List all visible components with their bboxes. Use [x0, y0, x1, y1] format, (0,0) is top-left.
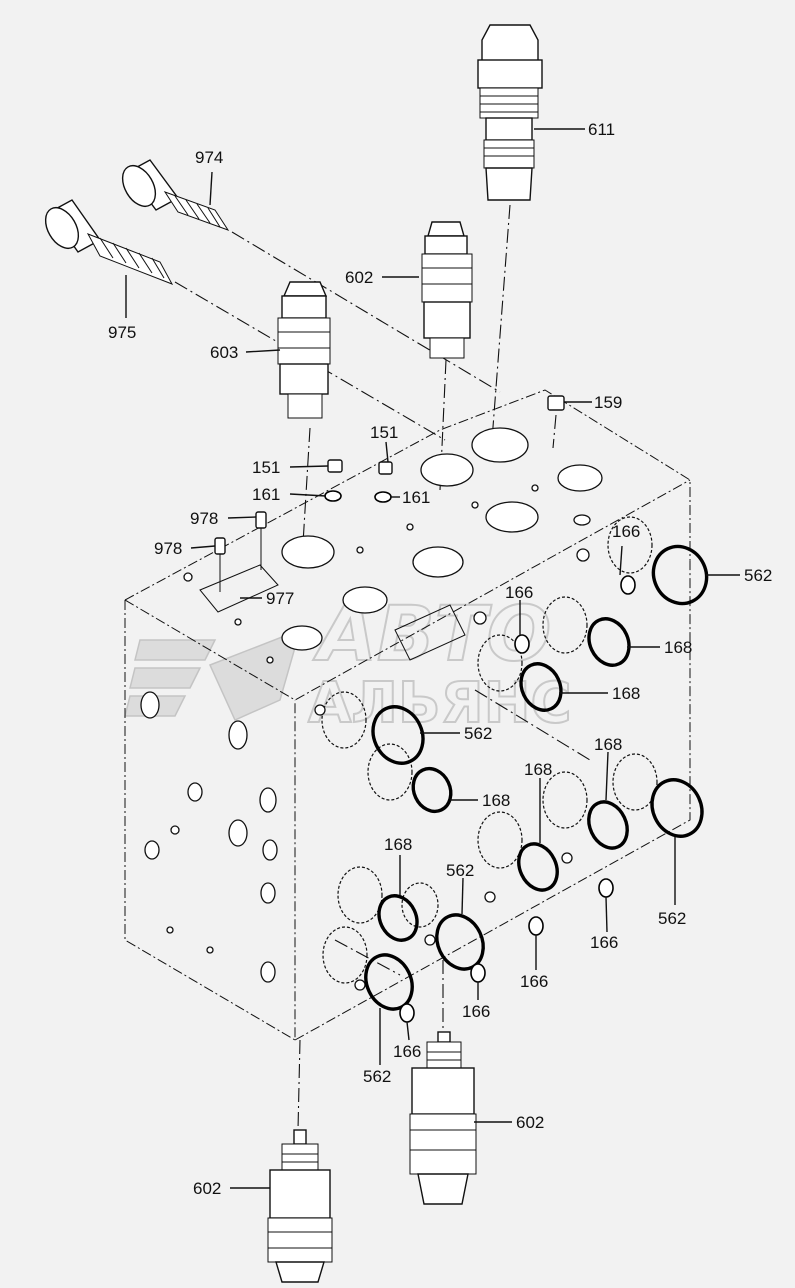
callout-161-left: 161 [252, 485, 280, 504]
callout-166-d: 166 [520, 972, 548, 991]
pin-978-lower [214, 537, 226, 592]
front-face-ports [314, 516, 658, 991]
callout-166-e: 166 [462, 1002, 490, 1021]
callout-978-lower: 978 [154, 539, 182, 558]
callout-151-left: 151 [252, 458, 280, 477]
bolt-975 [44, 199, 174, 285]
callout-603: 603 [210, 343, 238, 362]
callout-161-right: 161 [402, 488, 430, 507]
plug-151-left [327, 459, 343, 473]
callout-166-b: 166 [505, 583, 533, 602]
callout-168-e: 168 [482, 791, 510, 810]
watermark: АВТО АЛЬЯНС [124, 588, 573, 737]
callout-562-c: 562 [446, 861, 474, 880]
callout-562-a: 562 [744, 566, 772, 585]
plug-159 [547, 395, 565, 411]
bolt-974 [121, 159, 230, 231]
callout-168-c: 168 [594, 735, 622, 754]
callout-168-d: 168 [524, 760, 552, 779]
callout-562-d: 562 [658, 909, 686, 928]
oring-161-left [324, 490, 342, 502]
callout-168-a: 168 [664, 638, 692, 657]
callout-602-left: 602 [193, 1179, 221, 1198]
callout-166-f: 166 [393, 1042, 421, 1061]
callout-602-top: 602 [345, 268, 373, 287]
callout-159: 159 [594, 393, 622, 412]
callout-168-b: 168 [612, 684, 640, 703]
callout-602-right: 602 [516, 1113, 544, 1132]
callout-562-b: 562 [464, 724, 492, 743]
plug-151-right [378, 461, 393, 475]
callout-166-c: 166 [590, 933, 618, 952]
oring-166 [399, 575, 636, 1023]
leader-lines [125, 128, 740, 1189]
valve-602-right [409, 1031, 477, 1205]
valve-603 [277, 281, 331, 419]
valve-602-left [267, 1129, 333, 1283]
callout-611: 611 [588, 120, 615, 139]
callout-151-upper: 151 [370, 423, 398, 442]
pin-978-upper [255, 511, 267, 570]
callout-975: 975 [108, 323, 136, 342]
valve-602-top [421, 221, 473, 359]
callout-977: 977 [266, 589, 294, 608]
callout-978-upper: 978 [190, 509, 218, 528]
valve-block [124, 389, 691, 1041]
callout-labels: 611 974 975 602 603 159 151 151 161 161 … [108, 120, 772, 1198]
oring-161-right [374, 491, 392, 503]
callout-168-f: 168 [384, 835, 412, 854]
callout-974: 974 [195, 148, 223, 167]
callout-562-e: 562 [363, 1067, 391, 1086]
oring-168 [377, 617, 631, 942]
callout-166-a: 166 [612, 522, 640, 541]
relief-valve-611 [477, 24, 543, 201]
